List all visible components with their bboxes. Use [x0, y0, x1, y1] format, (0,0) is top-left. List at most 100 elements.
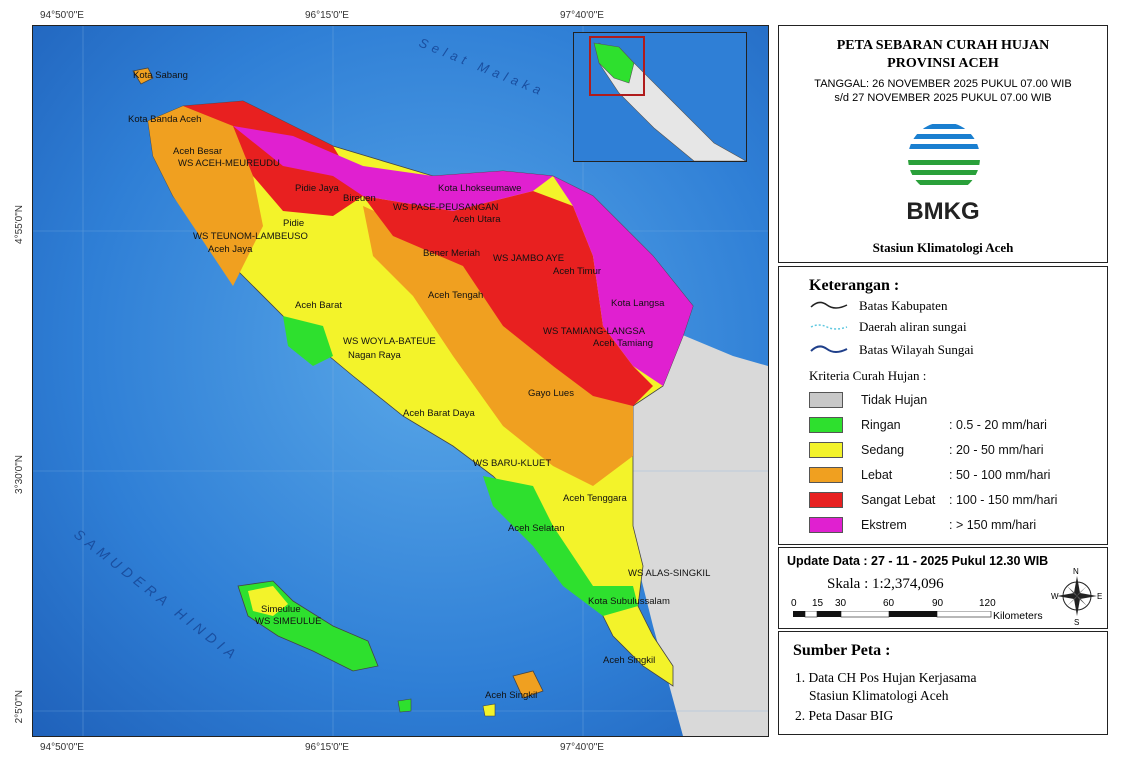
swatch-sangat-lebat [809, 492, 843, 508]
compass-w: W [1051, 592, 1059, 601]
inset-sumatra [598, 42, 746, 161]
legend-line-label: Daerah aliran sungai [859, 319, 967, 334]
zone-ekstrem-2 [553, 176, 693, 386]
scale-tick: 0 [791, 598, 797, 609]
simeulue-sedang [248, 586, 288, 616]
inset-extent-box [589, 36, 645, 96]
place-label: Aceh Singkil [603, 655, 655, 666]
legend-line-label: Batas Kabupaten [859, 298, 948, 313]
place-label: Aceh Barat Daya [403, 408, 476, 419]
lon-label-1: 94°50'0"E [40, 10, 84, 21]
compass-s: S [1074, 618, 1079, 626]
place-label: WS PASE-PEUSANGAN [393, 202, 499, 213]
title-panel: PETA SEBARAN CURAH HUJAN PROVINSI ACEH T… [778, 25, 1108, 263]
zone-ringan [283, 316, 333, 366]
place-label: WS BARU-KLUET [473, 458, 551, 469]
place-label: Kota Lhokseumawe [438, 183, 521, 194]
class-label: Ekstrem [861, 518, 907, 532]
lat-label-1: 4°55'0"N [14, 205, 25, 244]
source-item-1-cont: Stasiun Klimatologi Aceh [809, 688, 949, 703]
scale-text: Skala : 1:2,374,096 [827, 576, 944, 592]
swatch-ekstrem [809, 517, 843, 533]
legend-panel: Keterangan : Batas Kabupaten Daerah alir… [778, 266, 1108, 545]
scale-panel: Update Data : 27 - 11 - 2025 Pukul 12.30… [778, 547, 1108, 629]
swatch-tidak-hujan [809, 392, 843, 408]
class-label: Lebat [861, 468, 893, 482]
scale-tick: 120 [979, 598, 996, 609]
place-label: Aceh Utara [453, 214, 501, 225]
update-text: Update Data : 27 - 11 - 2025 Pukul 12.30… [787, 554, 1049, 568]
compass-e: E [1097, 592, 1102, 601]
scale-tick: 15 [812, 598, 824, 609]
main-map[interactable]: Kota Sabang Kota Banda Aceh Aceh Besar W… [32, 25, 769, 737]
class-label: Tidak Hujan [861, 393, 928, 407]
line-symbol-wilayah-sungai [810, 345, 848, 353]
zone-sangat-lebat [183, 101, 363, 216]
lon-label-2-bottom: 96°15'0"E [305, 742, 349, 753]
place-label: Aceh Besar [173, 146, 222, 157]
place-label: Aceh Jaya [208, 244, 253, 255]
sources-panel: Sumber Peta : 1. Data CH Pos Hujan Kerja… [778, 631, 1108, 735]
legend-heading: Keterangan : [809, 277, 900, 294]
line-symbol-kabupaten [810, 301, 848, 309]
scale-tick: 60 [883, 598, 895, 609]
place-labels: Kota Sabang Kota Banda Aceh Aceh Besar W… [128, 70, 710, 701]
station-name: Stasiun Klimatologi Aceh [872, 240, 1014, 255]
scale-tick: 90 [932, 598, 944, 609]
place-label: WS TAMIANG-LANGSA [543, 326, 646, 337]
sumatra-land [593, 326, 768, 736]
map-title-line2: PROVINSI ACEH [887, 56, 999, 71]
place-label: Aceh Timur [553, 266, 601, 277]
bmkg-logo-text: BMKG [906, 198, 980, 225]
place-label: Aceh Barat [295, 300, 342, 311]
place-label: Bireuen [343, 193, 376, 204]
class-range: : > 150 mm/hari [949, 518, 1037, 532]
lon-label-1-bottom: 94°50'0"E [40, 742, 84, 753]
scale-unit: Kilometers [993, 610, 1043, 622]
place-label: Kota Langsa [611, 298, 665, 309]
lat-label-2: 3°30'0"N [14, 455, 25, 494]
lat-label-3: 2°5'0"N [14, 690, 25, 724]
place-label: Aceh Tengah [428, 290, 483, 301]
place-label: WS ACEH-MEUREUDU [178, 158, 280, 169]
line-symbol-das [810, 324, 848, 330]
place-label: WS JAMBO AYE [493, 253, 564, 264]
source-item-2: 2. Peta Dasar BIG [795, 708, 894, 723]
zone-lebat-2 [363, 206, 633, 486]
inset-map[interactable] [573, 32, 747, 162]
zone-lebat [148, 106, 263, 286]
zone-ringan-2 [483, 476, 638, 616]
place-label: Pidie Jaya [295, 183, 340, 194]
swatch-sedang [809, 442, 843, 458]
class-label: Sedang [861, 443, 905, 457]
inset-svg [589, 36, 746, 161]
place-label: Gayo Lues [528, 388, 574, 399]
class-label: Sangat Lebat [861, 493, 936, 507]
compass-rose-icon: N S W E [1051, 567, 1102, 626]
place-label: WS TEUNOM-LAMBEUSO [193, 231, 308, 242]
place-label: Simeulue [261, 604, 301, 615]
criteria-title: Kriteria Curah Hujan : [809, 368, 927, 383]
legend-line-label: Batas Wilayah Sungai [859, 342, 974, 357]
place-label: WS ALAS-SINGKIL [628, 568, 710, 579]
place-label: Pidie [283, 218, 304, 229]
sabang-island [132, 67, 154, 85]
zone-sangat-lebat-2 [363, 191, 653, 406]
class-label: Ringan [861, 418, 901, 432]
place-label: Aceh Selatan [508, 523, 565, 534]
class-range: : 20 - 50 mm/hari [949, 443, 1044, 457]
class-range: : 0.5 - 20 mm/hari [949, 418, 1047, 432]
date-line2: s/d 27 NOVEMBER 2025 PUKUL 07.00 WIB [834, 92, 1052, 104]
place-label: Bener Meriah [423, 248, 480, 259]
lon-label-3: 97°40'0"E [560, 10, 604, 21]
islet [482, 703, 496, 717]
bmkg-logo-icon [908, 122, 980, 194]
place-label: Kota Subulussalam [588, 596, 670, 607]
zone-ekstrem [233, 126, 553, 211]
swatch-ringan [809, 417, 843, 433]
place-label: Aceh Singkil [485, 690, 537, 701]
scale-tick: 30 [835, 598, 847, 609]
compass-n: N [1073, 567, 1079, 576]
class-range: : 100 - 150 mm/hari [949, 493, 1058, 507]
scale-bar [793, 611, 992, 618]
